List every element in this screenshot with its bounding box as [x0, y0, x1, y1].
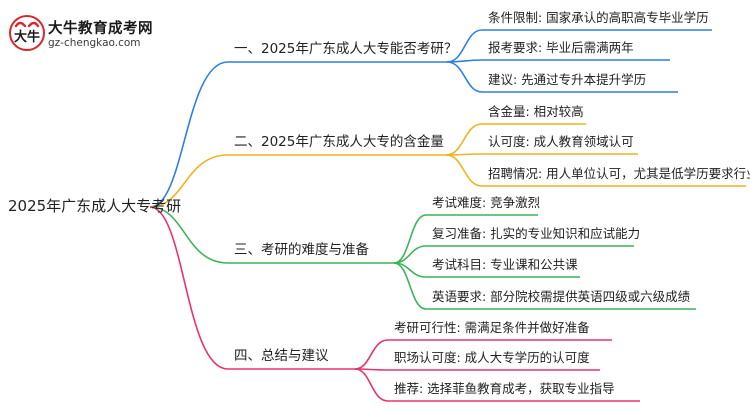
leaf-2-3[interactable]: 招聘情况: 用人单位认可，尤其是低学历要求行业	[488, 166, 750, 181]
leaf-1-2[interactable]: 报考要求: 毕业后需满两年	[488, 40, 634, 55]
branch-2-to-leaf-3	[445, 154, 483, 187]
branch-2-to-leaf-1	[445, 123, 483, 156]
leaf-3-1[interactable]: 考试难度: 竞争激烈	[432, 195, 541, 210]
branch-4-to-leaf-1	[354, 339, 389, 370]
branch-4-connectors	[149, 206, 640, 402]
branch-4-to-leaf-3	[354, 368, 389, 402]
branch-1-label[interactable]: 一、2025年广东成人大专能否考研？	[234, 41, 458, 57]
site-logo[interactable]: 大牛 大牛教育成考网 gz-chengkao.com	[8, 14, 168, 54]
root-to-branch-3	[149, 206, 229, 264]
leaf-2-2[interactable]: 认可度: 成人教育领域认可	[488, 134, 634, 149]
branch-3-to-leaf-1	[393, 214, 427, 264]
bull-logo-icon: 大牛	[9, 15, 45, 51]
branch-1-to-leaf-1	[446, 29, 483, 63]
branch-1-connectors	[149, 29, 712, 208]
branch-2-label[interactable]: 二、2025年广东成人大专的含金量	[234, 134, 444, 150]
leaf-3-2[interactable]: 复习准备: 扎实的专业知识和应试能力	[432, 226, 641, 241]
leaf-4-3[interactable]: 推荐: 选择菲鱼教育成考，获取专业指导	[394, 381, 615, 396]
branch-2-connectors	[149, 123, 746, 208]
leaf-1-3[interactable]: 建议: 先通过专升本提升学历	[488, 72, 647, 87]
branch-3-connectors	[149, 206, 696, 310]
root-to-branch-2	[149, 154, 229, 208]
logo-url: gz-chengkao.com	[48, 37, 141, 49]
leaf-2-1[interactable]: 含金量: 相对较高	[488, 104, 584, 119]
logo-title: 大牛教育成考网	[48, 21, 153, 37]
leaf-1-1[interactable]: 条件限制: 国家承认的高职高专毕业学历	[488, 10, 709, 25]
branch-4-label[interactable]: 四、总结与建议	[234, 348, 329, 364]
branch-1-to-leaf-3	[446, 61, 483, 93]
leaf-4-1[interactable]: 考研可行性: 需满足条件并做好准备	[394, 320, 590, 335]
branch-3-to-leaf-4	[393, 262, 427, 310]
leaf-3-4[interactable]: 英语要求: 部分院校需提供英语四级或六级成绩	[432, 289, 691, 304]
root-to-branch-1	[149, 61, 229, 208]
leaf-4-2[interactable]: 职场认可度: 成人大专学历的认可度	[394, 350, 590, 365]
svg-text:大牛: 大牛	[14, 29, 40, 45]
branch-3-label[interactable]: 三、考研的难度与准备	[234, 242, 369, 258]
root-node[interactable]: 2025年广东成人大专考研	[8, 197, 182, 215]
root-to-branch-4	[149, 206, 229, 370]
leaf-3-3[interactable]: 考试科目: 专业课和公共课	[432, 257, 578, 272]
